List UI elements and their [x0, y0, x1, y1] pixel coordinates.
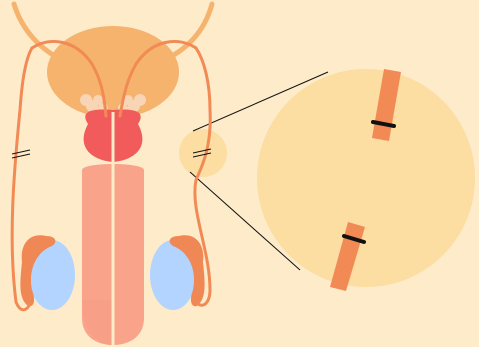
bladder: [47, 26, 179, 118]
incision-highlight: [179, 129, 227, 177]
glans-left: [82, 300, 113, 345]
magnifier-circle: [257, 69, 475, 287]
